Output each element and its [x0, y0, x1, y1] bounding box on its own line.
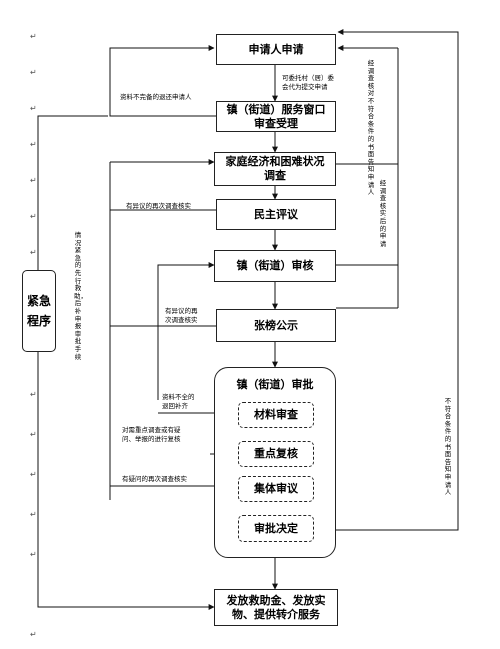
paragraph-mark: ↵	[30, 68, 37, 77]
paragraph-mark: ↵	[30, 550, 37, 559]
node-material: 材料审查	[238, 402, 314, 428]
label-review-objection: 有异议的再次调查核实	[126, 202, 191, 210]
node-publicize: 张榜公示	[216, 309, 336, 342]
label-final-reject: 不符合条件的书面告知申请人	[444, 397, 452, 497]
label-emergency-note: 情况紧急的先行救助，后补申报审批手续	[74, 231, 87, 361]
paragraph-mark: ↵	[30, 430, 37, 439]
paragraph-mark: ↵	[30, 510, 37, 519]
approval-group-title: 镇（街道）审批	[236, 378, 314, 391]
node-recheck: 重点复核	[238, 441, 314, 467]
paragraph-mark: ↵	[30, 212, 37, 221]
node-emergency: 紧急 程序	[22, 270, 56, 352]
paragraph-mark: ↵	[30, 32, 37, 41]
arrow-incomplete-return	[109, 45, 216, 117]
label-material-return: 资料不全的 退回补齐	[162, 393, 195, 410]
arrow-loop-to-audit	[157, 262, 215, 400]
paragraph-mark: ↵	[30, 140, 37, 149]
node-audit: 镇（街道）审核	[214, 250, 336, 282]
node-review: 民主评议	[216, 199, 336, 230]
paragraph-mark: ↵	[30, 176, 37, 185]
label-recheck-note: 对需重点调查或有疑 问、举报的进行复核	[122, 426, 181, 443]
label-not-eligible-inform: 经调查核对不符合条件的书面告知申请人	[367, 59, 375, 197]
node-decision: 审批决定	[238, 515, 314, 542]
label-entrust: 可委托村（居）委 会代为提交申请	[282, 74, 334, 91]
arrow-decision-reject	[314, 29, 459, 531]
node-apply: 申请人申请	[216, 34, 336, 65]
paragraph-mark: ↵	[30, 390, 37, 399]
paragraph-mark: ↵	[30, 248, 37, 257]
node-final: 发放救助金、发放实 物、提供转介服务	[214, 589, 338, 626]
paragraph-mark: ↵	[30, 104, 37, 113]
label-resurvey-inform: 经调查核实后的申请	[379, 179, 387, 248]
node-survey: 家庭经济和困难状况 调查	[214, 152, 336, 186]
node-window: 镇（街道）服务窗口 审查受理	[216, 101, 336, 132]
paragraph-mark: ↵	[30, 630, 37, 639]
node-collective: 集体审议	[238, 476, 314, 502]
paragraph-mark: ↵	[30, 470, 37, 479]
arrow-emergency-final	[37, 352, 215, 610]
line-emergency-top	[37, 115, 108, 270]
label-publicize-objection: 有异议的再 次调查核实	[165, 307, 198, 324]
label-incomplete: 资料不完备的退还申请人	[120, 93, 192, 101]
label-collective-doubt: 有疑问的再次调查核实	[122, 475, 187, 483]
